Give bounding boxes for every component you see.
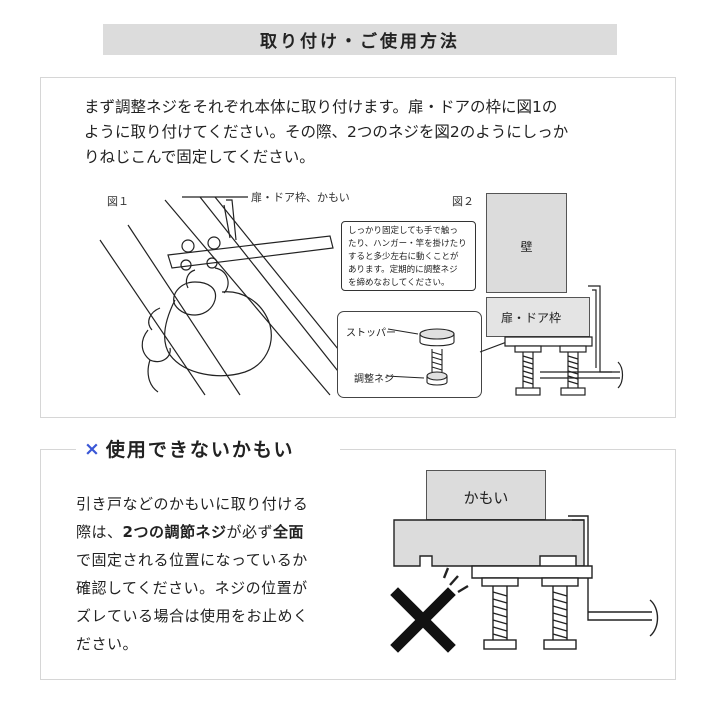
kamoi-label: かもい — [463, 489, 509, 507]
fig1-label: 図１ — [107, 195, 129, 208]
warn-line-4: 確認してください。ネジの位置が — [76, 579, 308, 597]
note-line-5: を締めなおしてください。 — [348, 278, 450, 288]
note-line-2: たり、ハンガー・竿を掛けたり — [348, 239, 467, 249]
section2-title: 使用できないかもい — [105, 439, 295, 461]
warn-line-5: ズレている場合は使用をお止めく — [76, 607, 309, 625]
note-line-1: しっかり固定しても手で触っ — [348, 226, 458, 236]
section2-rule-right — [340, 449, 676, 450]
page-title: 取り付け・ご使用方法 — [260, 32, 460, 52]
intro-line-2: ように取り付けてください。その際、2つのネジを図2のようにしっか — [84, 123, 569, 141]
instructions-panel — [40, 77, 676, 418]
wall-block: 壁 — [486, 193, 567, 293]
cross-icon: × — [84, 437, 102, 460]
wall-label: 壁 — [520, 240, 533, 254]
warning-text: 引き戸などのかもいに取り付ける 際は、2つの調節ネジが必ず全面 で固定される位置… — [76, 490, 376, 658]
kamoi-block: かもい — [426, 470, 546, 520]
fig1-caption: 扉・ドア枠、かもい — [251, 191, 350, 204]
note-line-4: あります。定期的に調整ネジ — [348, 265, 458, 275]
warn-line-6: ださい。 — [76, 635, 139, 653]
note-line-3: すると多少左右に動くことが — [348, 252, 459, 262]
section-title-bar: 取り付け・ご使用方法 — [103, 24, 617, 55]
parts-inset: ストッパー 調整ネジ — [337, 311, 482, 398]
warn-line-2a: 際は、 — [76, 523, 123, 541]
warning-panel — [40, 449, 676, 680]
door-frame-label: 扉・ドア枠 — [501, 311, 562, 325]
fig2-label: 図２ — [452, 195, 474, 208]
intro-text: まず調整ネジをそれぞれ本体に取り付けます。扉・ドアの枠に図1の ように取り付けて… — [84, 95, 684, 170]
prohibited-x-icon — [390, 587, 456, 653]
warn-line-2c: が必ず — [226, 523, 273, 541]
caution-note: しっかり固定しても手で触っ たり、ハンガー・竿を掛けたり すると多少左右に動くこ… — [341, 221, 476, 291]
warn-emphasis-screws: 2つの調節ネジ — [122, 523, 227, 541]
intro-line-3: りねじこんで固定してください。 — [84, 148, 315, 166]
warn-line-1: 引き戸などのかもいに取り付ける — [76, 495, 309, 513]
intro-line-1: まず調整ネジをそれぞれ本体に取り付けます。扉・ドアの枠に図1の — [84, 98, 558, 116]
section2-rule-left — [40, 449, 76, 450]
section2-heading: × 使用できないかもい — [76, 435, 303, 462]
screw-label: 調整ネジ — [354, 374, 394, 385]
warn-line-3: で固定される位置になっているか — [76, 551, 308, 569]
stopper-label: ストッパー — [346, 328, 396, 339]
warn-emphasis-full: 全面 — [272, 523, 304, 541]
